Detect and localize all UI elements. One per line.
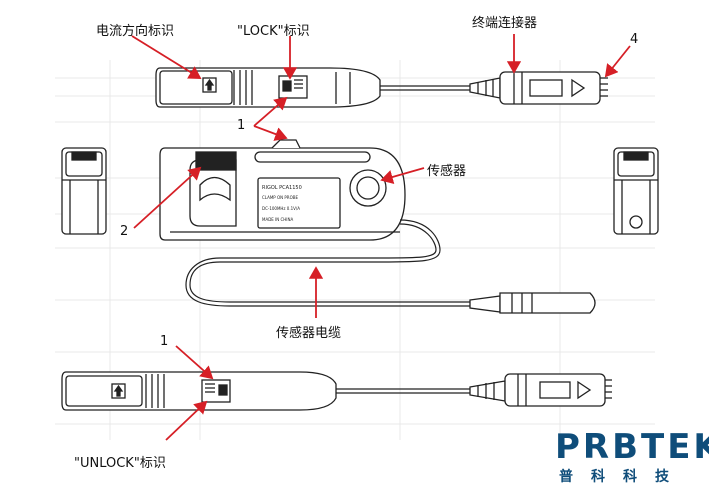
arrow-4 xyxy=(604,45,631,78)
top-probe-view xyxy=(155,67,608,108)
callout-2: 2 xyxy=(120,224,129,239)
brand-name: PRBTEK xyxy=(555,427,709,467)
device-model-text: RIGOL PCA1150 xyxy=(262,185,302,191)
brand-subtitle: 普科科技 xyxy=(559,469,687,485)
left-side-view xyxy=(61,147,107,235)
front-probe-view xyxy=(159,139,596,314)
label-connector: 终端连接器 xyxy=(472,16,538,31)
callout-arrows xyxy=(131,34,631,441)
bottom-probe-view xyxy=(61,371,612,411)
label-sensor-cable: 传感器电缆 xyxy=(276,326,342,341)
arrow-1-top-b xyxy=(253,125,288,141)
brand-logo: PRBTEK 普科科技 xyxy=(555,430,709,486)
arrow-2 xyxy=(133,166,202,229)
callout-1-top: 1 xyxy=(237,118,246,133)
label-sensor: 传感器 xyxy=(427,164,467,179)
label-lock: "LOCK"标识 xyxy=(237,24,310,39)
label-current-direction: 电流方向标识 xyxy=(96,24,175,39)
right-side-view xyxy=(613,147,659,235)
arrow-1-top-a xyxy=(253,96,288,127)
callout-1-bottom: 1 xyxy=(160,334,169,349)
device-made-text: MADE IN CHINA xyxy=(262,217,293,222)
callout-4: 4 xyxy=(630,32,639,47)
arrow-1-bottom xyxy=(175,345,214,380)
arrow-direction xyxy=(131,35,202,79)
device-line3-text: DC-100MHz 0.1V/A xyxy=(262,206,300,211)
device-line2-text: CLAMP ON PROBE xyxy=(262,195,298,200)
arrow-sensor xyxy=(380,167,425,184)
arrow-unlock xyxy=(165,400,208,441)
label-unlock: "UNLOCK"标识 xyxy=(74,456,166,471)
